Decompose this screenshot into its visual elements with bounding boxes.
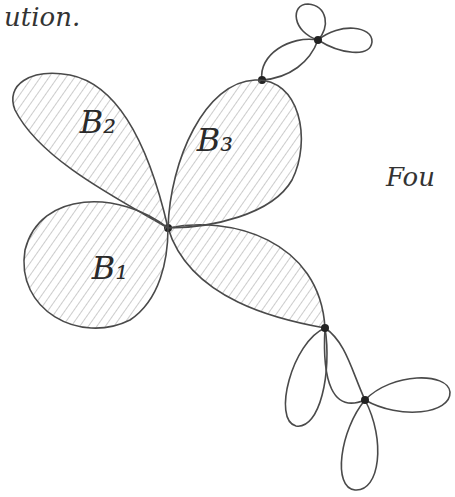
block-label: B₃ [197,124,233,156]
loop [296,4,325,40]
loop [262,39,318,80]
petal-outline [160,72,312,234]
block-label: B₁ [92,252,128,284]
petal-path [168,80,301,228]
block-label: B₂ [80,106,116,138]
vertex [314,36,322,44]
loop [318,28,372,52]
petal-path [24,202,168,328]
loop [324,328,365,403]
vertex [321,324,329,332]
loop [341,400,377,490]
note-text: ution. [4,4,80,30]
petal-region: B₃ [160,72,312,234]
loop [365,378,450,412]
hatched-petal [168,225,325,328]
petal-region: B₁ [15,188,175,348]
vertex [361,396,369,404]
loop [285,328,327,426]
note-text: Fou [386,164,435,190]
